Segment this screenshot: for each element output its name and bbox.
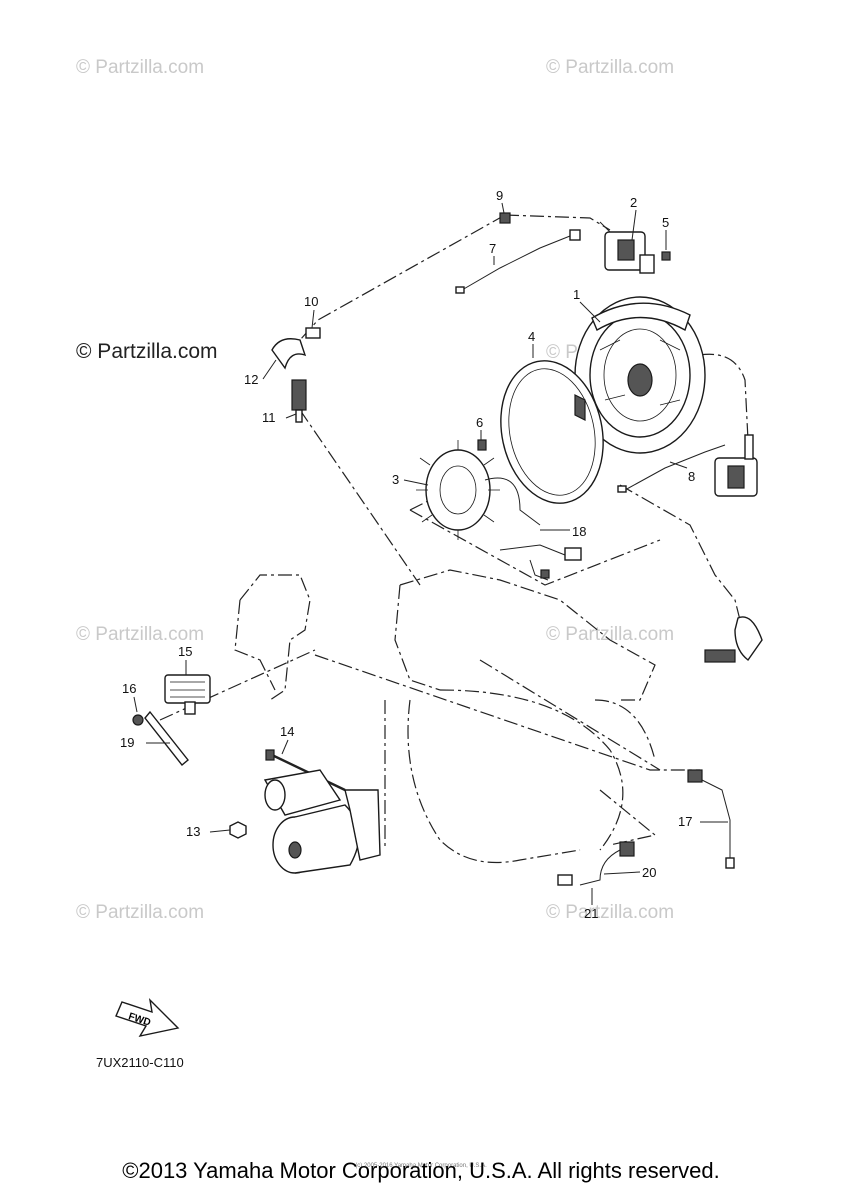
wire-clamp — [499, 212, 511, 224]
diagram-code: 7UX2110-C110 — [96, 1055, 184, 1070]
watermark-bottom-right: © Partzilla.com — [546, 902, 674, 923]
plug-cap-terminal — [305, 327, 321, 339]
callout-2: 2 — [630, 195, 637, 210]
pulser-ring — [500, 360, 604, 504]
watermark-center-left: © Partzilla.com — [76, 624, 204, 645]
small-copyright-note: (c) 2005-2016 Yamaha Motor Corporation, … — [355, 1163, 487, 1169]
callout-10: 10 — [304, 294, 318, 309]
callout-12: 12 — [244, 372, 258, 387]
engine-block-outline — [234, 569, 656, 864]
callout-8: 8 — [688, 469, 695, 484]
callout-18: 18 — [572, 524, 586, 539]
flywheel-rotor — [574, 296, 706, 454]
callout-17: 17 — [678, 814, 692, 829]
callout-11: 11 — [262, 410, 276, 425]
rectifier-regulator — [164, 674, 211, 715]
fwd-arrow-icon: FWD — [115, 997, 180, 1038]
callout-15: 15 — [178, 644, 192, 659]
regulator-nut — [132, 714, 144, 726]
watermark-top-right: © Partzilla.com — [546, 57, 674, 78]
callout-20: 20 — [642, 865, 656, 880]
watermark-top-left: © Partzilla.com — [76, 57, 204, 78]
callout-14: 14 — [280, 724, 294, 739]
spark-plug — [291, 379, 307, 423]
callout-19: 19 — [120, 735, 134, 750]
stator-bolt — [477, 439, 487, 451]
stator-lead-connector — [499, 544, 582, 581]
callout-leaders — [133, 202, 728, 905]
watermark-center-right: © Partzilla.com — [546, 624, 674, 645]
callout-3: 3 — [392, 472, 399, 487]
high-tension-lead-lower — [617, 444, 726, 493]
footer-copyright: ©2013 Yamaha Motor Corporation, U.S.A. A… — [122, 1158, 720, 1183]
ignition-coil-upper — [599, 221, 655, 274]
callout-9: 9 — [496, 188, 503, 203]
stator-assembly — [416, 440, 541, 540]
regulator-bolt — [144, 710, 189, 766]
watermark-bottom-left: © Partzilla.com — [76, 902, 204, 923]
callout-1: 1 — [573, 287, 580, 302]
starter-nut — [229, 821, 247, 839]
starter-motor — [263, 769, 381, 874]
callout-21: 21 — [584, 906, 598, 921]
callout-5: 5 — [662, 215, 669, 230]
oil-pressure-switch — [579, 841, 635, 886]
temperature-sensor-lead — [687, 769, 735, 869]
callout-4: 4 — [528, 329, 535, 344]
sensor-lead — [557, 874, 573, 886]
coil-screw-upper — [661, 251, 671, 261]
ignition-coil-lower — [714, 434, 758, 497]
watermark-mid-left: © Partzilla.com — [76, 340, 218, 363]
spark-plug-cap-lower — [704, 616, 763, 663]
spark-plug-cap — [271, 338, 307, 370]
callout-6: 6 — [476, 415, 483, 430]
callout-7: 7 — [489, 241, 496, 256]
high-tension-lead-upper — [455, 229, 581, 294]
callout-16: 16 — [122, 681, 136, 696]
callout-13: 13 — [186, 824, 200, 839]
